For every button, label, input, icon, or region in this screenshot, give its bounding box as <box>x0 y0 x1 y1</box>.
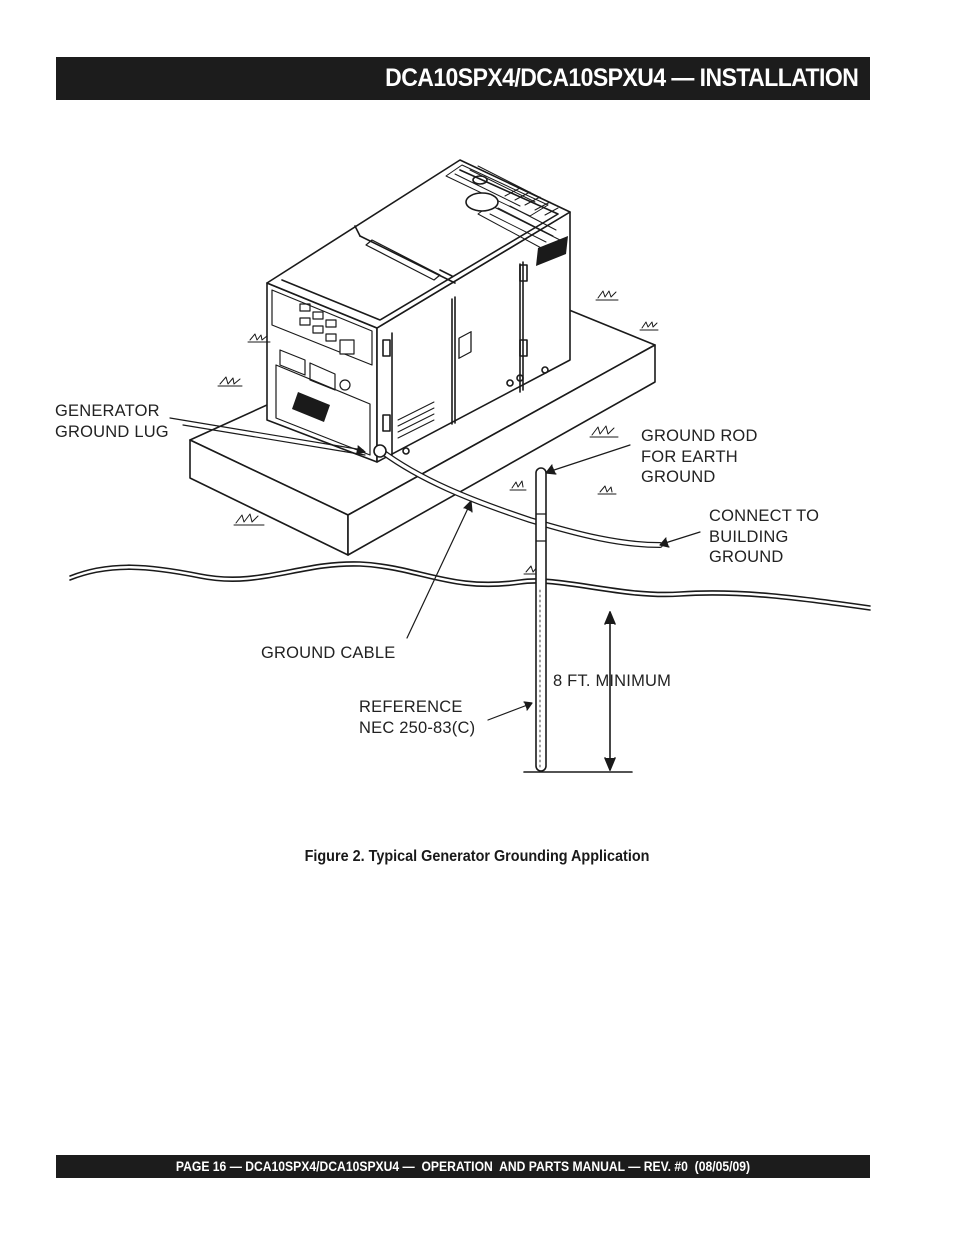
depth-dimension <box>523 611 633 773</box>
ground-cable <box>373 444 663 548</box>
generator-ground-lug-label: GENERATOR GROUND LUG <box>55 402 169 441</box>
ground-rod <box>535 467 547 772</box>
ground-cable-label: GROUND CABLE <box>261 644 396 662</box>
mq-power-logo <box>292 392 330 422</box>
connect-building-label: CONNECT TO BUILDING GROUND <box>709 507 820 566</box>
grass-tufts <box>217 290 659 575</box>
generator-illustration <box>69 159 871 773</box>
grounding-figure: GENERATOR GROUND LUG GROUND ROD FOR EART… <box>40 140 890 790</box>
generator-enclosure <box>266 159 571 463</box>
reference-label: REFERENCE NEC 250-83(C) <box>359 698 476 737</box>
page-title: DCA10SPX4/DCA10SPXU4 — INSTALLATION <box>384 64 859 92</box>
depth-minimum-label: 8 FT. MINIMUM <box>553 672 672 690</box>
page-footer-bar: PAGE 16 — DCA10SPX4/DCA10SPXU4 — OPERATI… <box>56 1155 870 1178</box>
ground-rod-label: GROUND ROD FOR EARTH GROUND <box>641 427 758 486</box>
figure-caption: Figure 2. Typical Generator Grounding Ap… <box>304 848 650 865</box>
ground-surface <box>69 561 871 611</box>
page-footer: PAGE 16 — DCA10SPX4/DCA10SPXU4 — OPERATI… <box>175 1159 751 1174</box>
leader-lines <box>169 417 701 721</box>
page-header-bar: DCA10SPX4/DCA10SPXU4 — INSTALLATION <box>56 57 870 100</box>
